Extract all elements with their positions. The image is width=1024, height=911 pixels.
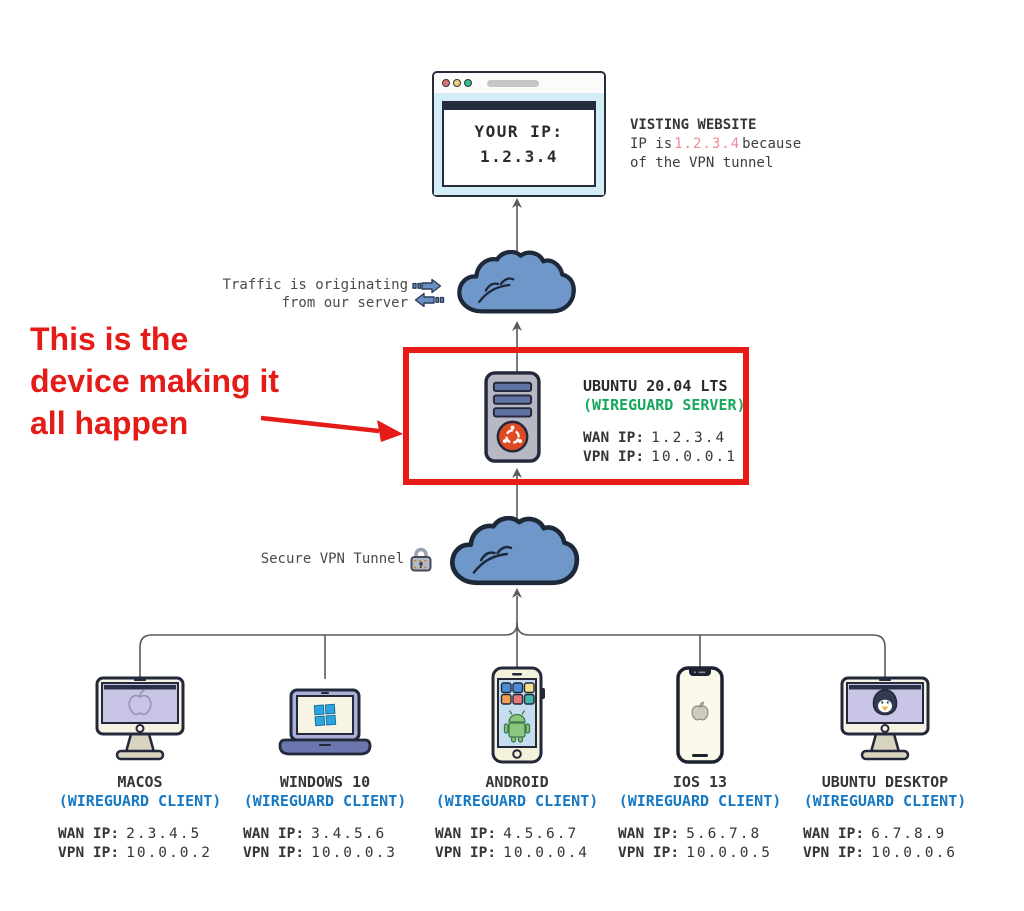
imac-apple-icon bbox=[48, 666, 232, 768]
client-ubuntu-desktop: UBUNTU DESKTOP (WIREGUARD CLIENT) WAN IP… bbox=[793, 666, 977, 863]
client-name: WINDOWS 10 bbox=[279, 773, 371, 791]
vpn-ip-value: 10.0.0.5 bbox=[686, 845, 772, 861]
vpn-ip-label: VPN IP: bbox=[618, 845, 680, 861]
server-wan-ip: WAN IP: 1.2.3.4 bbox=[583, 429, 773, 448]
wan-ip-value: 6.7.8.9 bbox=[871, 826, 947, 842]
padlock-icon bbox=[410, 547, 432, 572]
wan-ip-label: WAN IP: bbox=[618, 826, 680, 842]
vpn-ip-label: VPN IP: bbox=[58, 845, 120, 861]
vpn-tunnel-cloud-icon bbox=[450, 516, 580, 586]
server-info: UBUNTU 20.04 LTS (WIREGUARD SERVER) WAN … bbox=[583, 377, 773, 467]
client-name: MACOS bbox=[117, 773, 163, 791]
vpn-ip-label: VPN IP: bbox=[803, 845, 865, 861]
apple-logo-icon bbox=[691, 701, 709, 721]
client-ip-block: WAN IP: 4.5.6.7 VPN IP: 10.0.0.4 bbox=[425, 825, 609, 863]
client-ios13: IOS 13 (WIREGUARD CLIENT) WAN IP: 5.6.7.8… bbox=[608, 666, 792, 863]
iphone-apple-icon bbox=[608, 666, 792, 768]
vpn-ip-label: VPN IP: bbox=[583, 449, 645, 465]
server-highlight-box bbox=[403, 347, 749, 485]
your-ip-line1: YOUR IP: bbox=[474, 122, 564, 141]
smartphone-android-icon bbox=[425, 666, 609, 768]
note-text: because bbox=[742, 136, 802, 152]
client-ip-block: WAN IP: 6.7.8.9 VPN IP: 10.0.0.6 bbox=[793, 825, 977, 863]
server-role: (WIREGUARD SERVER) bbox=[583, 396, 746, 414]
vpn-ip-value: 10.0.0.3 bbox=[311, 845, 397, 861]
browser-window: YOUR IP: 1.2.3.4 bbox=[432, 71, 606, 197]
vpn-ip-value: 10.0.0.4 bbox=[503, 845, 589, 861]
highlighted-ip: 1.2.3.4 bbox=[674, 136, 741, 152]
client-name: ANDROID bbox=[485, 773, 549, 791]
client-role: (WIREGUARD CLIENT) bbox=[618, 792, 782, 810]
browser-viewport: YOUR IP: 1.2.3.4 bbox=[434, 93, 604, 195]
client-windows10: WINDOWS 10 (WIREGUARD CLIENT) WAN IP: 3.4… bbox=[233, 666, 417, 863]
visiting-website-heading: VISTING WEBSITE bbox=[630, 117, 757, 133]
your-ip-line2: 1.2.3.4 bbox=[480, 147, 558, 166]
wan-ip-label: WAN IP: bbox=[243, 826, 305, 842]
windows-logo-icon bbox=[313, 703, 337, 727]
vpn-ip-label: VPN IP: bbox=[435, 845, 497, 861]
imac-tux-icon bbox=[793, 666, 977, 768]
vpn-ip-value: 10.0.0.6 bbox=[871, 845, 957, 861]
wan-ip-value: 3.4.5.6 bbox=[311, 826, 387, 842]
wan-ip-value: 1.2.3.4 bbox=[651, 430, 727, 446]
traffic-note-line2: from our server bbox=[281, 294, 408, 311]
vpn-ip-value: 10.0.0.2 bbox=[126, 845, 212, 861]
address-bar-placeholder bbox=[487, 79, 539, 87]
webpage-header-bar bbox=[444, 103, 594, 110]
wan-ip-label: WAN IP: bbox=[803, 826, 865, 842]
traffic-note-line1: Traffic is originating bbox=[222, 277, 408, 293]
annotation-line3: all happen bbox=[30, 405, 189, 441]
client-role: (WIREGUARD CLIENT) bbox=[803, 792, 967, 810]
annotation-line1: This is the bbox=[30, 321, 189, 357]
android-robot-icon bbox=[503, 713, 531, 743]
red-annotation: This is the device making it all happen bbox=[30, 318, 370, 444]
wan-ip-value: 4.5.6.7 bbox=[503, 826, 579, 842]
zoom-traffic-light-icon bbox=[464, 79, 472, 87]
red-arrow-icon bbox=[260, 415, 403, 442]
tux-icon bbox=[872, 689, 898, 716]
bidirectional-arrows-icon bbox=[412, 278, 445, 307]
vpn-ip-value: 10.0.0.1 bbox=[651, 449, 737, 465]
client-name: UBUNTU DESKTOP bbox=[821, 773, 949, 791]
wan-ip-label: WAN IP: bbox=[435, 826, 497, 842]
server-tower-icon bbox=[484, 371, 541, 463]
ubuntu-logo-icon bbox=[496, 420, 529, 453]
secure-tunnel-note: Secure VPN Tunnel bbox=[260, 551, 404, 567]
wan-ip-label: WAN IP: bbox=[58, 826, 120, 842]
vpn-ip-label: VPN IP: bbox=[243, 845, 305, 861]
internet-cloud-icon bbox=[457, 250, 576, 314]
client-role: (WIREGUARD CLIENT) bbox=[58, 792, 222, 810]
client-role: (WIREGUARD CLIENT) bbox=[435, 792, 599, 810]
client-android: ANDROID (WIREGUARD CLIENT) WAN IP: 4.5.6.… bbox=[425, 666, 609, 863]
client-ip-block: WAN IP: 2.3.4.5 VPN IP: 10.0.0.2 bbox=[48, 825, 232, 863]
client-ip-block: WAN IP: 5.6.7.8 VPN IP: 10.0.0.5 bbox=[608, 825, 792, 863]
server-name: UBUNTU 20.04 LTS bbox=[583, 377, 728, 395]
annotation-line2: device making it bbox=[30, 363, 279, 399]
note-text: IP is bbox=[630, 136, 673, 152]
laptop-windows-icon bbox=[233, 666, 417, 768]
wan-ip-value: 5.6.7.8 bbox=[686, 826, 762, 842]
client-macos: MACOS (WIREGUARD CLIENT) WAN IP: 2.3.4.5 … bbox=[48, 666, 232, 863]
minimize-traffic-light-icon bbox=[453, 79, 461, 87]
client-name: IOS 13 bbox=[672, 773, 728, 791]
server-vpn-ip: VPN IP: 10.0.0.1 bbox=[583, 448, 773, 467]
wan-ip-value: 2.3.4.5 bbox=[126, 826, 202, 842]
client-role: (WIREGUARD CLIENT) bbox=[243, 792, 407, 810]
webpage-panel: YOUR IP: 1.2.3.4 bbox=[442, 101, 596, 187]
wan-ip-label: WAN IP: bbox=[583, 430, 645, 446]
traffic-origin-note: Traffic is originating from our server bbox=[200, 277, 408, 312]
browser-titlebar bbox=[434, 73, 604, 95]
close-traffic-light-icon bbox=[442, 79, 450, 87]
client-ip-block: WAN IP: 3.4.5.6 VPN IP: 10.0.0.3 bbox=[233, 825, 417, 863]
visiting-website-line3: of the VPN tunnel bbox=[630, 155, 774, 171]
